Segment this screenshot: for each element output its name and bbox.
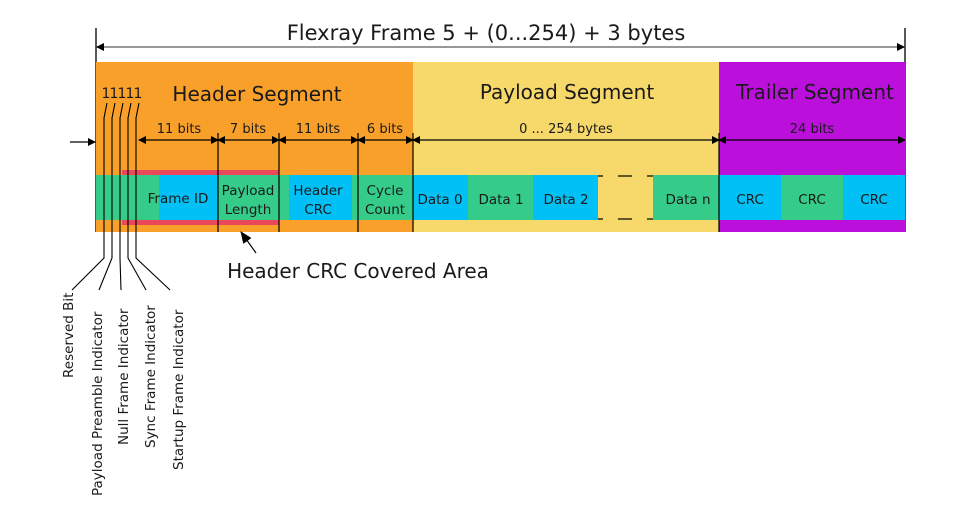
field-data-1: [468, 175, 533, 220]
field-frame-id: [159, 175, 218, 220]
indicator-bit-2: 1: [110, 86, 119, 102]
indicator-bit-lines: [71, 102, 171, 291]
crc-2-label: CRC: [798, 192, 826, 208]
reserved-bit-label: Reserved Bit: [61, 293, 77, 378]
field-payload-length: [218, 175, 279, 220]
payload-length-width-label: 7 bits: [230, 122, 266, 137]
header-segment-label: Header Segment: [172, 82, 341, 106]
frame-id-label: Frame ID: [148, 191, 209, 207]
data-1-label: Data 1: [478, 192, 523, 208]
data-2-label: Data 2: [543, 192, 588, 208]
payload-width-label: 0 ... 254 bytes: [519, 122, 613, 137]
frame-id-width-label: 11 bits: [157, 122, 202, 137]
trailer-segment-label: Trailer Segment: [735, 80, 894, 104]
field-boundaries: [217, 133, 720, 232]
field-data-0: [413, 175, 468, 220]
indicator-bit-3: 1: [118, 86, 127, 102]
field-crc-1: [719, 175, 781, 220]
data-ellipsis-box: [598, 175, 653, 220]
crc-1-label: CRC: [736, 192, 764, 208]
crc-covered-bottom-border: [122, 220, 279, 225]
field-crc-3: [843, 175, 905, 220]
cycle-count-width-label: 6 bits: [367, 122, 403, 137]
payload-preamble-indicator-label: Payload Preamble Indicator: [90, 311, 106, 496]
field-cycle-count: [358, 175, 413, 220]
indicator-bit-5: 1: [134, 86, 143, 102]
payload-length-label-2: Length: [225, 202, 272, 218]
crc-covered-annotation: Header CRC Covered Area: [227, 259, 489, 283]
frame-title: Flexray Frame 5 + (0...254) + 3 bytes: [287, 21, 686, 45]
crc-covered-pointer-arrow: [240, 231, 257, 254]
startup-frame-indicator-label: Startup Frame Indicator: [171, 309, 187, 470]
null-frame-indicator-label: Null Frame Indicator: [116, 308, 132, 445]
sync-frame-indicator-label: Sync Frame Indicator: [143, 305, 159, 448]
header-crc-label-2: CRC: [304, 202, 332, 218]
trailer-width-label: 24 bits: [790, 122, 835, 137]
data-n-label: Data n: [665, 192, 710, 208]
cycle-count-label-1: Cycle: [367, 183, 404, 199]
data-0-label: Data 0: [417, 192, 462, 208]
indicator-bit-1: 1: [102, 86, 111, 102]
header-crc-width-label: 11 bits: [296, 122, 341, 137]
field-header-crc: [289, 175, 352, 220]
field-crc-2: [781, 175, 843, 220]
payload-segment-label: Payload Segment: [480, 80, 655, 104]
crc-covered-top-border: [122, 170, 279, 175]
field-data-2: [533, 175, 598, 220]
cycle-count-label-2: Count: [365, 202, 405, 218]
field-data-n: [653, 175, 719, 220]
payload-length-label-1: Payload: [222, 183, 275, 199]
crc-3-label: CRC: [860, 192, 888, 208]
indicator-bit-4: 1: [126, 86, 135, 102]
header-crc-label-1: Header: [293, 183, 343, 199]
